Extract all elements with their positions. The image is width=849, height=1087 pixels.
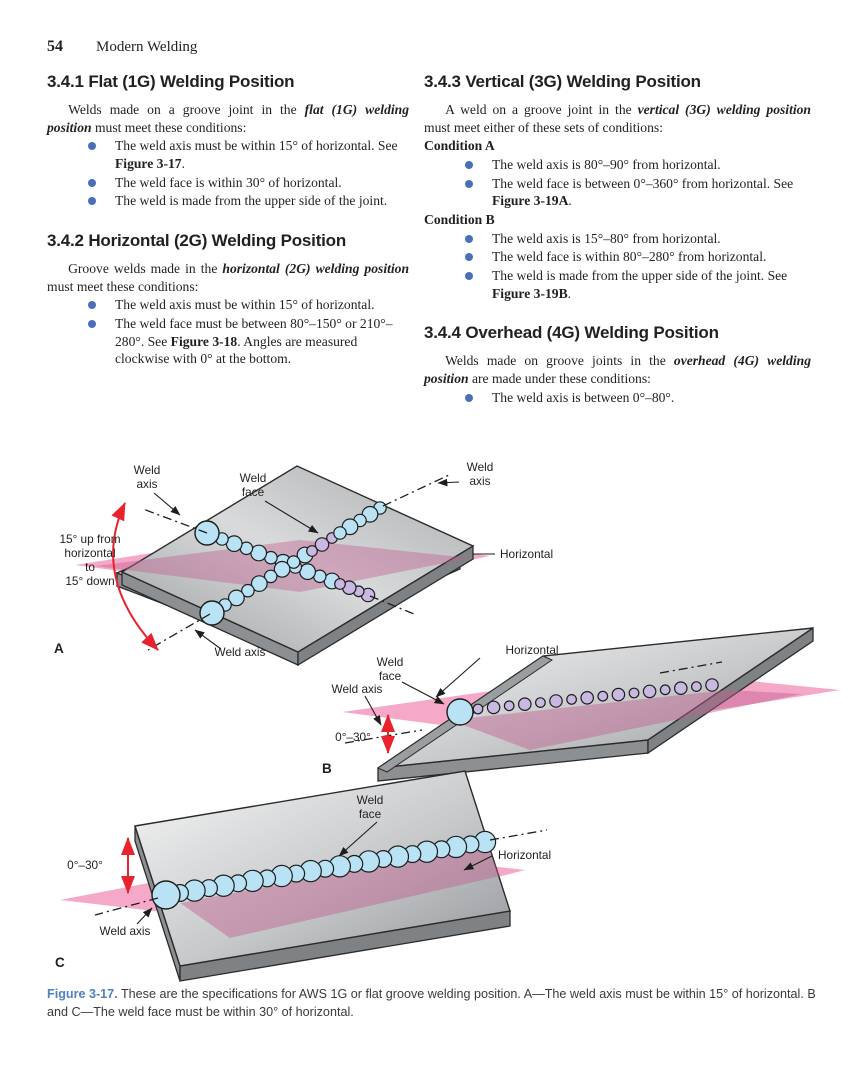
weld-bead-end-c	[151, 880, 181, 910]
panel-letter-c: C	[55, 955, 65, 970]
bullet-item: The weld face must be between 80°–150° o…	[47, 315, 409, 368]
label-weld-axis-b: Weld axis	[332, 682, 383, 696]
figure-caption-label: Figure 3-17.	[47, 987, 118, 1001]
bullet-list: The weld axis is between 0°–80°.	[424, 389, 811, 407]
bullet-icon	[465, 253, 473, 262]
paragraph: Groove welds made in the horizontal (2G)…	[47, 261, 410, 294]
label-angle-a: 15° up from	[59, 532, 120, 546]
bullet-icon	[88, 197, 96, 206]
panel-letter-a: A	[54, 641, 64, 656]
leader-lines-b	[364, 657, 481, 726]
bullet-icon	[465, 179, 473, 188]
label-angle-b: 0°–30°	[335, 730, 371, 744]
bullet-item: The weld axis is 15°–80° from horizontal…	[424, 230, 811, 248]
weld-bead-row-a2-mid	[306, 532, 338, 557]
bullet-item: The weld is made from the upper side of …	[424, 267, 811, 302]
bullet-list: The weld axis must be within 15° of hori…	[47, 296, 409, 368]
weld-bead-end-b	[446, 698, 474, 726]
section-heading: 3.4.2 Horizontal (2G) Welding Position	[47, 231, 347, 251]
bullet-icon	[88, 320, 96, 329]
bullet-item: The weld axis is 80°–90° from horizontal…	[424, 156, 811, 174]
panel-a: Weld axis Weld face Weld axis Horizontal…	[54, 460, 553, 667]
bullet-item: The weld face is between 0°–360° from ho…	[424, 175, 811, 210]
bullet-icon	[88, 301, 96, 310]
angle-arc-a	[111, 502, 159, 651]
label-horizontal-b: Horizontal	[505, 643, 558, 657]
book-title: Modern Welding	[96, 39, 198, 55]
bullet-item: The weld is made from the upper side of …	[47, 192, 409, 210]
bullet-list: The weld axis is 80°–90° from horizontal…	[424, 156, 811, 210]
figure-caption: Figure 3-17. These are the specification…	[47, 986, 819, 1022]
page-number: 54	[47, 38, 63, 55]
right-column: 3.4.3 Vertical (3G) Welding Position A w…	[424, 72, 811, 428]
text-columns: 3.4.1 Flat (1G) Welding Position Welds m…	[47, 72, 811, 428]
weld-bead-row-b	[472, 678, 719, 715]
horizontal-plane-b-overlay	[450, 690, 802, 750]
label-weld-axis-top-left: Weld	[134, 463, 161, 477]
label-horizontal-c: Horizontal	[498, 848, 551, 862]
weld-bead-row-a1-tail	[334, 578, 376, 603]
bullet-item: The weld axis must be within 15° of hori…	[47, 137, 409, 172]
bullet-icon	[88, 178, 96, 187]
paragraph: Welds made on a groove joint in the flat…	[47, 102, 409, 135]
figure-3-17: Weld axis Weld face Weld axis Horizontal…	[40, 453, 849, 985]
panel-b: Weld face Horizontal Weld axis 0°–30° B	[322, 626, 840, 782]
weld-bead-row-a2	[218, 546, 314, 612]
page-header: 54 Modern Welding	[47, 38, 197, 56]
svg-text:axis: axis	[137, 477, 158, 491]
label-weld-face-a: Weld	[240, 471, 267, 485]
weld-axis-lines-c	[94, 829, 548, 916]
bullet-icon	[465, 272, 473, 281]
left-column: 3.4.1 Flat (1G) Welding Position Welds m…	[47, 72, 409, 428]
bullet-icon	[465, 234, 473, 243]
condition-b-label: Condition B	[424, 212, 495, 228]
bullet-icon	[88, 142, 96, 151]
svg-text:to: to	[85, 560, 95, 574]
section-3-4-1: 3.4.1 Flat (1G) Welding Position Welds m…	[47, 72, 409, 210]
bullet-icon	[465, 393, 473, 402]
bullet-item: The weld face is within 30° of horizonta…	[47, 174, 409, 192]
label-weld-axis-top-right: Weld	[467, 460, 494, 474]
label-weld-axis-bottom-a: Weld axis	[215, 645, 266, 659]
leader-lines-a	[153, 478, 495, 650]
paragraph: A weld on a groove joint in the vertical…	[424, 102, 811, 135]
section-3-4-2: 3.4.2 Horizontal (2G) Welding Position G…	[47, 231, 409, 368]
bullet-icon	[465, 161, 473, 170]
label-angle-c: 0°–30°	[67, 858, 103, 872]
weld-bead-end-a2	[199, 600, 225, 626]
svg-text:face: face	[242, 485, 265, 499]
weld-bead-row-c	[171, 830, 497, 903]
svg-text:face: face	[359, 807, 382, 821]
svg-text:15° down: 15° down	[65, 574, 114, 588]
welding-diagram-svg: Weld axis Weld face Weld axis Horizontal…	[54, 460, 840, 982]
bullet-item: The weld axis is between 0°–80°.	[424, 389, 811, 407]
leader-lines-c	[136, 821, 493, 925]
svg-text:face: face	[379, 669, 402, 683]
horizontal-plane-c-overlay	[180, 846, 500, 938]
label-horizontal-a: Horizontal	[500, 547, 553, 561]
svg-text:horizontal: horizontal	[64, 546, 115, 560]
bullet-list: The weld axis is 15°–80° from horizontal…	[424, 230, 811, 303]
bullet-item: The weld axis must be within 15° of hori…	[47, 296, 409, 314]
section-heading: 3.4.1 Flat (1G) Welding Position	[47, 72, 295, 91]
section-3-4-3: 3.4.3 Vertical (3G) Welding Position A w…	[424, 72, 811, 302]
paragraph: Welds made on groove joints in the overh…	[424, 353, 811, 387]
section-heading: 3.4.3 Vertical (3G) Welding Position	[424, 72, 701, 91]
label-weld-axis-c: Weld axis	[100, 924, 151, 938]
condition-a-label: Condition A	[424, 138, 495, 154]
bullet-list: The weld axis must be within 15° of hori…	[47, 137, 409, 210]
weld-bead-row-a2-top	[333, 501, 387, 540]
panel-letter-b: B	[322, 761, 332, 776]
panel-c: Weld face Horizontal 0°–30° Weld axis C	[55, 770, 551, 982]
svg-text:axis: axis	[470, 474, 491, 488]
figure-caption-text: These are the specifications for AWS 1G …	[47, 987, 816, 1019]
section-3-4-4: 3.4.4 Overhead (4G) Welding Position Wel…	[424, 323, 811, 406]
section-heading: 3.4.4 Overhead (4G) Welding Position	[424, 323, 719, 343]
label-weld-face-b: Weld	[377, 655, 404, 669]
label-weld-face-c: Weld	[357, 793, 384, 807]
bullet-item: The weld face is within 80°–280° from ho…	[424, 248, 811, 266]
